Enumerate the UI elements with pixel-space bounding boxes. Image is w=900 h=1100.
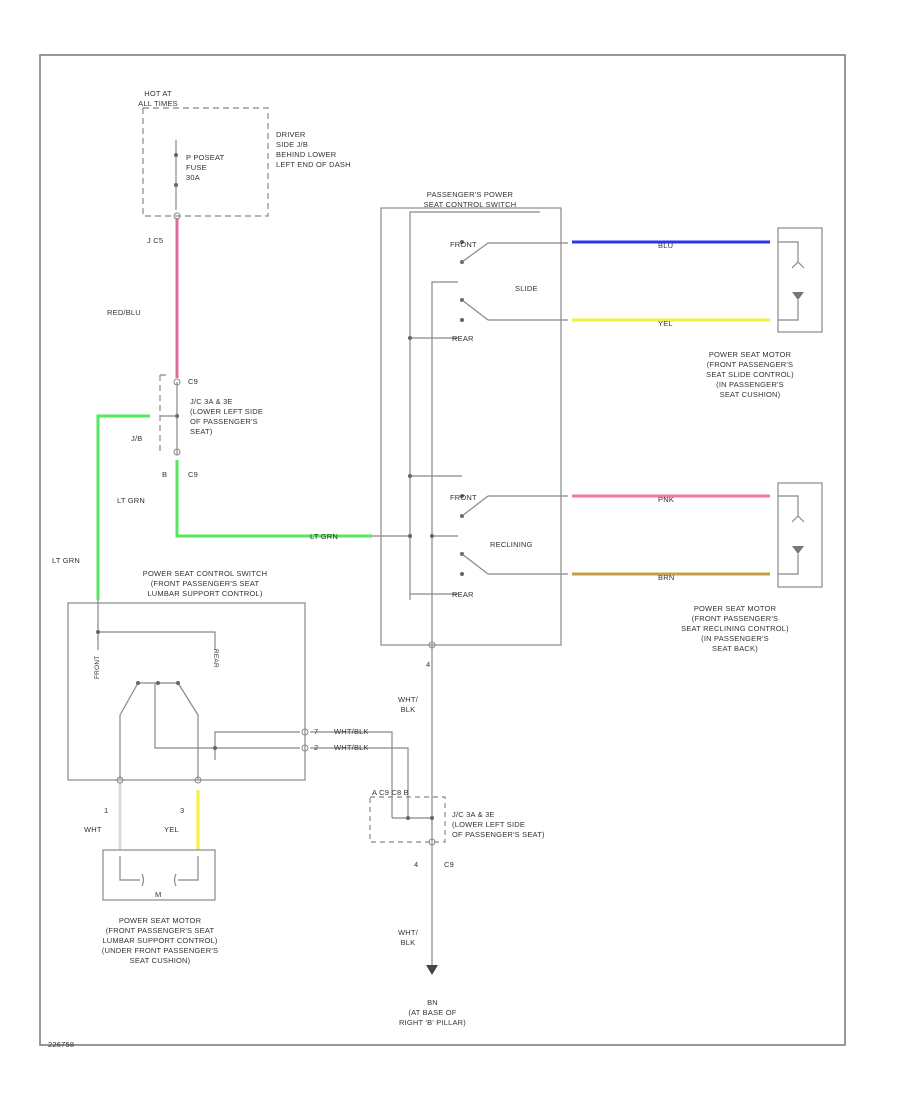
- label-motor-lumbar-desc: POWER SEAT MOTOR (FRONT PASSENGER'S SEAT…: [101, 916, 219, 965]
- switch-box: [380, 207, 562, 646]
- label-jc-lower-desc: J/C 3A & 3E (LOWER LEFT SIDE OF PASSENGE…: [452, 810, 545, 839]
- label-footer: 226758: [48, 1040, 75, 1049]
- label-motor-m: M: [155, 890, 162, 899]
- label-jb-desc: DRIVER SIDE J/B BEHIND LOWER LEFT END OF…: [276, 130, 351, 169]
- label-ground: BN (AT BASE OF RIGHT 'B' PILLAR): [399, 998, 466, 1027]
- label-wire-brn: BRN: [658, 573, 675, 582]
- label-reclining: RECLINING: [490, 540, 533, 549]
- label-lumbar-title: POWER SEAT CONTROL SWITCH (FRONT PASSENG…: [142, 569, 268, 598]
- label-wire-blu: BLU: [658, 241, 674, 250]
- label-j-top: J C5: [147, 236, 164, 245]
- label-wire-yel-lumbar: YEL: [164, 825, 179, 834]
- label-fuse: P POSEAT FUSE 30A: [186, 153, 225, 182]
- label-jc-upper-desc: J/C 3A & 3E (LOWER LEFT SIDE OF PASSENGE…: [190, 397, 264, 436]
- label-wire-wht-blk-2: WHT/BLK: [334, 743, 369, 752]
- label-pin-7: 7: [314, 727, 319, 736]
- label-jc-upper-pin-top: C9: [188, 377, 198, 386]
- label-wire-wht-blk-3: WHT/ BLK: [398, 695, 418, 714]
- label-motor-slide-desc: POWER SEAT MOTOR (FRONT PASSENGER'S SEAT…: [706, 350, 794, 399]
- label-wire-wht-blk-4: WHT/ BLK: [398, 928, 418, 947]
- slide-motor: [777, 227, 823, 333]
- label-wire-red-blu: RED/BLU: [107, 308, 141, 317]
- label-wire-lt-grn-1: LT GRN: [117, 496, 146, 505]
- label-hot-at-all-times: HOT AT ALL TIMES: [138, 89, 178, 108]
- label-jc-upper-pin-bottom: C9: [188, 470, 198, 479]
- label-slide-rear: REAR: [452, 334, 474, 343]
- lumbar-switch-box: [67, 602, 306, 781]
- lumbar-motor: [102, 849, 216, 901]
- wire-lt-grn-main: [175, 460, 372, 538]
- label-jc-lower-pin-bottom: C9: [444, 860, 454, 869]
- label-recl-rear: REAR: [452, 590, 474, 599]
- label-lumbar-rear: REAR: [212, 649, 219, 668]
- label-motor-recl-desc: POWER SEAT MOTOR (FRONT PASSENGER'S SEAT…: [681, 604, 789, 653]
- reclining-motor: [777, 482, 823, 588]
- label-pin-3: 3: [180, 806, 185, 815]
- label-jc-upper-pin-b: B: [162, 470, 168, 479]
- label-wire-lt-grn-2: LT GRN: [310, 532, 339, 541]
- jc-lower-box: [369, 796, 446, 843]
- label-wire-pnk: PNK: [658, 495, 675, 504]
- label-wire-wht: WHT: [84, 825, 102, 834]
- label-wire-wht-blk-1: WHT/BLK: [334, 727, 369, 736]
- label-jc-lower-pins: A C9 C8 B: [372, 788, 409, 797]
- fuse-box: [142, 107, 269, 217]
- label-recl-front: FRONT: [450, 493, 477, 502]
- wire-lt-grn-left: [96, 414, 150, 600]
- diagram-frame: [39, 54, 846, 1046]
- ground-icon: [426, 965, 438, 975]
- jc-upper-box: [159, 374, 168, 455]
- label-lumbar-front: FRONT: [94, 655, 101, 679]
- label-pin-1: 1: [104, 806, 109, 815]
- label-slide: SLIDE: [515, 284, 538, 293]
- label-pin-2: 2: [314, 743, 319, 752]
- label-pin-4-bottom: 4: [414, 860, 419, 869]
- label-wire-lt-grn-3: LT GRN: [52, 556, 81, 565]
- label-jc-upper-pin-left: J/B: [131, 434, 143, 443]
- label-wire-yel-slide: YEL: [658, 319, 673, 328]
- label-slide-front: FRONT: [450, 240, 477, 249]
- label-pin-4-top: 4: [426, 660, 431, 669]
- label-switch-title: PASSENGER'S POWER SEAT CONTROL SWITCH: [423, 190, 517, 209]
